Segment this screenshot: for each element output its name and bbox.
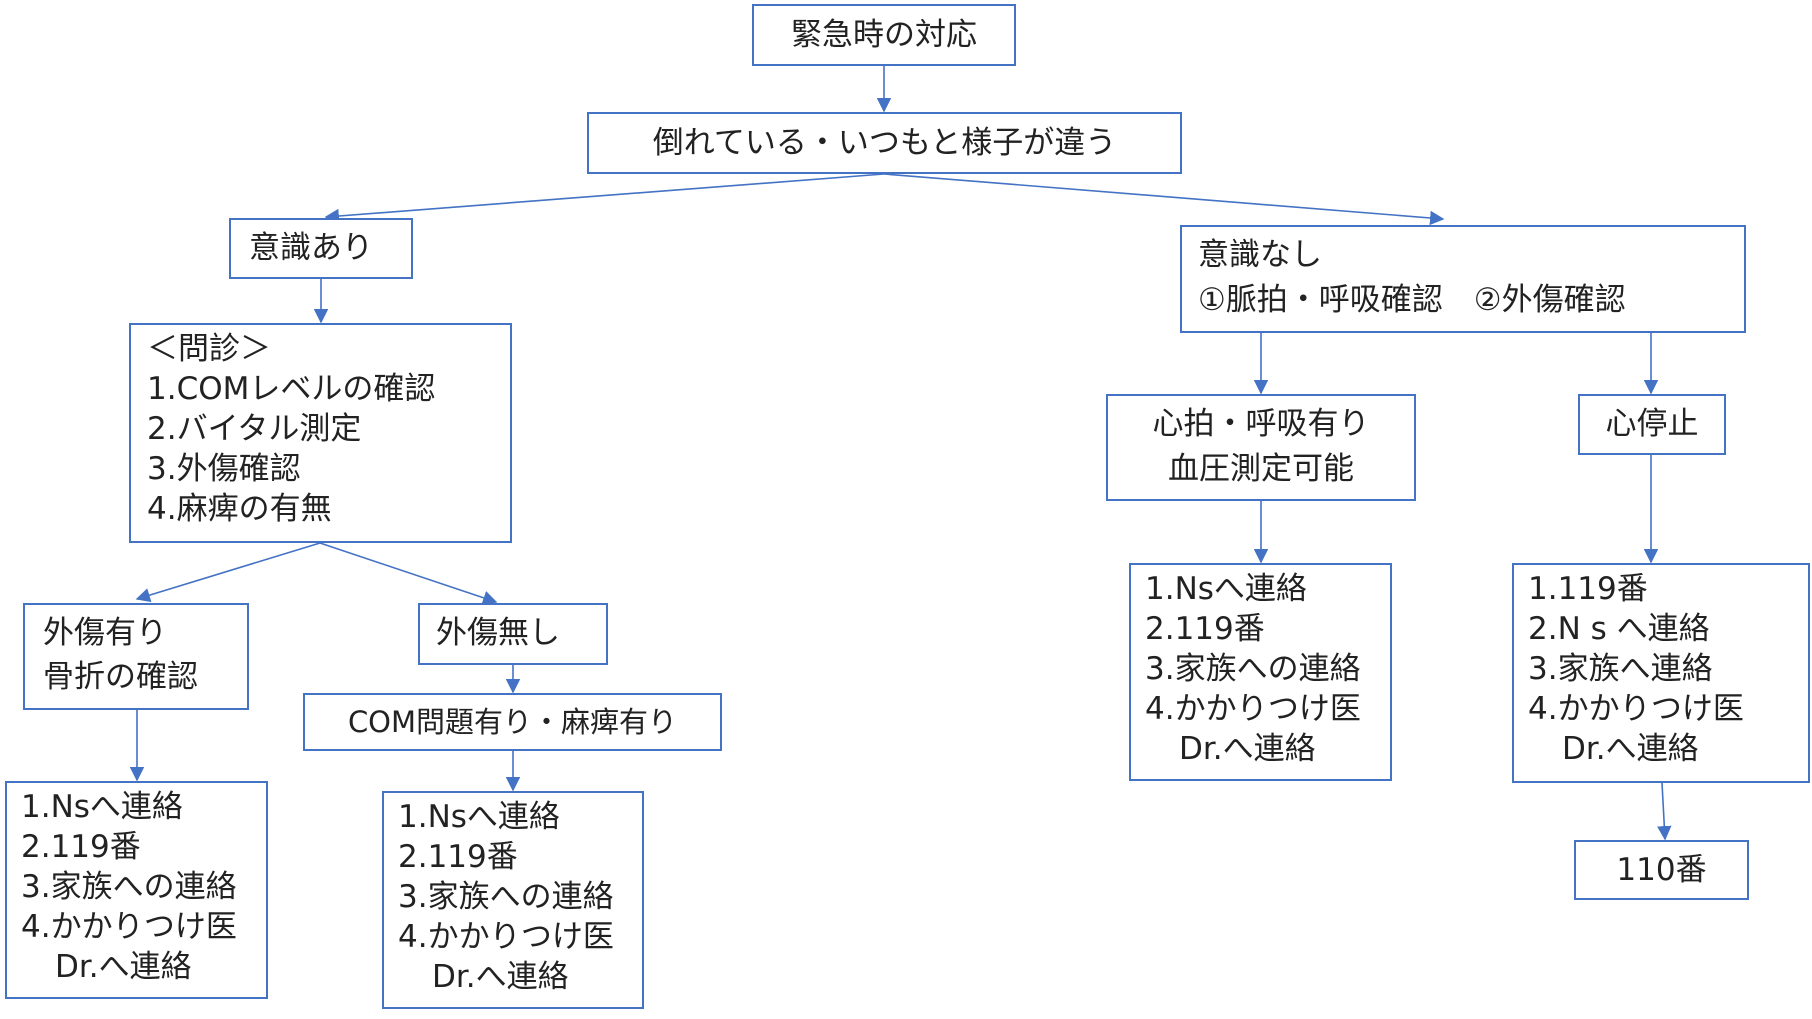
node-actions-trauma-line-2: 2.119番 — [21, 829, 141, 865]
node-actions-com-line-1: 1.Nsへ連絡 — [398, 799, 560, 835]
node-interview-line-4: 3.外傷確認 — [147, 451, 301, 487]
node-actions-pulse-line-2: 2.119番 — [1145, 611, 1265, 647]
node-actions-com-line-4: 4.かかりつけ医 — [398, 919, 614, 955]
node-cardiac-arrest: 心停止 — [1578, 394, 1726, 455]
node-interview-line-3: 2.バイタル測定 — [147, 411, 362, 447]
node-interview: ＜問診＞ 1.COMレベルの確認 2.バイタル測定 3.外傷確認 4.麻痺の有無 — [129, 323, 512, 543]
node-com-problem-text: COM問題有り・麻痺有り — [347, 705, 678, 739]
node-no-trauma-text: 外傷無し — [436, 615, 560, 651]
node-collapsed-or-unusual-text: 倒れている・いつもと様子が違う — [652, 125, 1117, 161]
node-actions-com: 1.Nsへ連絡 2.119番 3.家族への連絡 4.かかりつけ医 Dr.へ連絡 — [382, 791, 644, 1009]
node-interview-line-2: 1.COMレベルの確認 — [147, 371, 436, 407]
node-trauma-present: 外傷有り 骨折の確認 — [23, 603, 249, 710]
node-trauma-present-line-2: 骨折の確認 — [43, 659, 198, 695]
node-actions-trauma-line-4: 4.かかりつけ医 — [21, 909, 237, 945]
node-pulse-breathing: 心拍・呼吸有り 血圧測定可能 — [1106, 394, 1416, 501]
node-actions-pulse-line-5: Dr.へ連絡 — [1179, 731, 1316, 767]
node-unconscious-line-1: 意識なし — [1198, 237, 1322, 273]
node-emergency-response-text: 緊急時の対応 — [791, 17, 977, 53]
node-com-problem: COM問題有り・麻痺有り — [303, 693, 722, 751]
node-actions-com-line-3: 3.家族への連絡 — [398, 879, 614, 915]
node-actions-pulse-line-1: 1.Nsへ連絡 — [1145, 571, 1307, 607]
node-actions-trauma-line-5: Dr.へ連絡 — [55, 949, 192, 985]
node-pulse-breathing-line-2: 血圧測定可能 — [1168, 451, 1354, 487]
node-actions-pulse-line-3: 3.家族への連絡 — [1145, 651, 1361, 687]
node-actions-arrest-line-1: 1.119番 — [1528, 571, 1648, 607]
node-conscious-text: 意識あり — [249, 230, 373, 266]
edge-collapse-unconscious — [883, 173, 1445, 226]
node-unconscious-line-2: ①脈拍・呼吸確認 ②外傷確認 — [1198, 282, 1626, 318]
node-actions-trauma-line-1: 1.Nsへ連絡 — [21, 789, 183, 825]
edge-interview-trauma-yes — [135, 542, 321, 603]
node-interview-line-1: ＜問診＞ — [147, 331, 271, 367]
edge-actions-police — [1657, 782, 1672, 841]
edge-interview-trauma-no — [319, 542, 498, 605]
node-police-110-text: 110番 — [1616, 852, 1707, 888]
node-actions-arrest-line-4: 4.かかりつけ医 — [1528, 691, 1744, 727]
node-actions-arrest-line-2: 2.N s へ連絡 — [1528, 611, 1710, 647]
node-emergency-response: 緊急時の対応 — [752, 4, 1016, 66]
node-collapsed-or-unusual: 倒れている・いつもと様子が違う — [587, 112, 1182, 174]
node-actions-arrest-line-3: 3.家族へ連絡 — [1528, 651, 1713, 687]
node-pulse-breathing-line-1: 心拍・呼吸有り — [1152, 406, 1370, 442]
edge-collapse-conscious — [324, 173, 885, 224]
node-actions-pulse: 1.Nsへ連絡 2.119番 3.家族への連絡 4.かかりつけ医 Dr.へ連絡 — [1129, 563, 1392, 781]
node-police-110: 110番 — [1574, 840, 1749, 900]
node-actions-com-line-5: Dr.へ連絡 — [432, 959, 569, 995]
node-interview-line-5: 4.麻痺の有無 — [147, 491, 332, 527]
node-actions-trauma: 1.Nsへ連絡 2.119番 3.家族への連絡 4.かかりつけ医 Dr.へ連絡 — [5, 781, 268, 999]
node-trauma-present-line-1: 外傷有り — [43, 615, 167, 651]
node-actions-pulse-line-4: 4.かかりつけ医 — [1145, 691, 1361, 727]
node-actions-arrest: 1.119番 2.N s へ連絡 3.家族へ連絡 4.かかりつけ医 Dr.へ連絡 — [1512, 563, 1810, 783]
node-actions-com-line-2: 2.119番 — [398, 839, 518, 875]
node-conscious: 意識あり — [229, 218, 413, 279]
node-no-trauma: 外傷無し — [418, 603, 608, 665]
node-cardiac-arrest-text: 心停止 — [1605, 406, 1699, 442]
node-unconscious: 意識なし ①脈拍・呼吸確認 ②外傷確認 — [1180, 225, 1746, 333]
node-actions-arrest-line-5: Dr.へ連絡 — [1562, 731, 1699, 767]
node-actions-trauma-line-3: 3.家族への連絡 — [21, 869, 237, 905]
